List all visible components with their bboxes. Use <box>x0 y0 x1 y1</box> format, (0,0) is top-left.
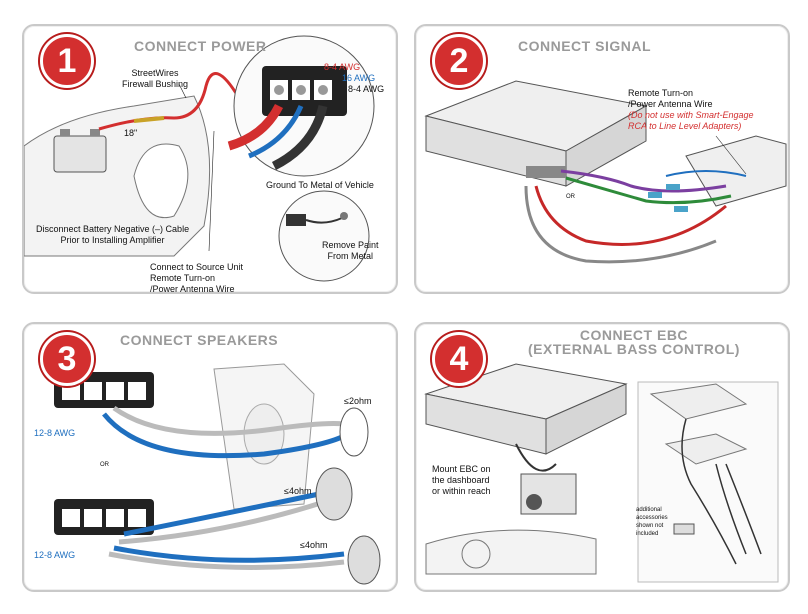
label-ohm-mid: ≤4ohm <box>284 486 312 496</box>
step-number-badge: 4 <box>432 332 486 386</box>
label-ohm-top: ≤2ohm <box>344 396 372 406</box>
label-awg-black: 8-4 AWG <box>348 84 385 94</box>
signal-illustration <box>424 80 787 264</box>
label-or: OR <box>566 194 575 200</box>
panel-title: CONNECT EBC (EXTERNAL BASS CONTROL) <box>528 327 740 357</box>
panel-connect-speakers: 3 CONNECT SPEAKERS 12-8 AWG 12-8 AWG ≤2o… <box>22 322 398 592</box>
speakers-illustration <box>54 363 381 585</box>
label-awg-red: 8-4 AWG <box>324 62 361 72</box>
label-awg-blue: 16 AWG <box>342 73 376 83</box>
label-remote-turn-on: Remote Turn-on /Power Antenna Wire <box>628 88 713 109</box>
panel-title: CONNECT SIGNAL <box>518 38 651 54</box>
panel-connect-ebc: 4 CONNECT EBC (EXTERNAL BASS CONTROL) Mo… <box>414 322 790 592</box>
panel-title: CONNECT SPEAKERS <box>120 332 279 348</box>
label-additional-accessories: additional accessories shown not include… <box>636 507 668 537</box>
panel-title: CONNECT POWER <box>134 38 267 54</box>
label-firewall-bushing: StreetWires Firewall Bushing <box>122 68 189 89</box>
label-mount-ebc: Mount EBC on the dashboard or within rea… <box>432 464 491 496</box>
label-disconnect-battery: Disconnect Battery Negative (–) Cable Pr… <box>36 224 190 245</box>
panel-connect-signal: 2 CONNECT SIGNAL Remote Turn-on /Power A… <box>414 24 790 294</box>
label-awg-bottom: 12-8 AWG <box>34 550 76 560</box>
label-smart-engage-note: (Do not use with Smart-Engage RCA to Lin… <box>628 110 754 131</box>
label-wire-length: 18" <box>124 128 138 138</box>
label-awg-top: 12-8 AWG <box>34 428 76 438</box>
step-number-badge: 1 <box>40 34 94 88</box>
step-number-badge: 2 <box>432 34 486 88</box>
panel-connect-power: 1 CONNECT POWER StreetWires Firewall Bus… <box>22 24 398 294</box>
power-illustration <box>24 35 375 282</box>
label-ground: Ground To Metal of Vehicle <box>266 180 374 190</box>
label-or: OR <box>100 462 109 468</box>
label-source-unit: Connect to Source Unit Remote Turn-on /P… <box>150 262 244 294</box>
step-number-badge: 3 <box>40 332 94 386</box>
label-ohm-bottom: ≤4ohm <box>300 540 328 550</box>
label-remove-paint: Remove Paint From Metal <box>322 240 379 261</box>
